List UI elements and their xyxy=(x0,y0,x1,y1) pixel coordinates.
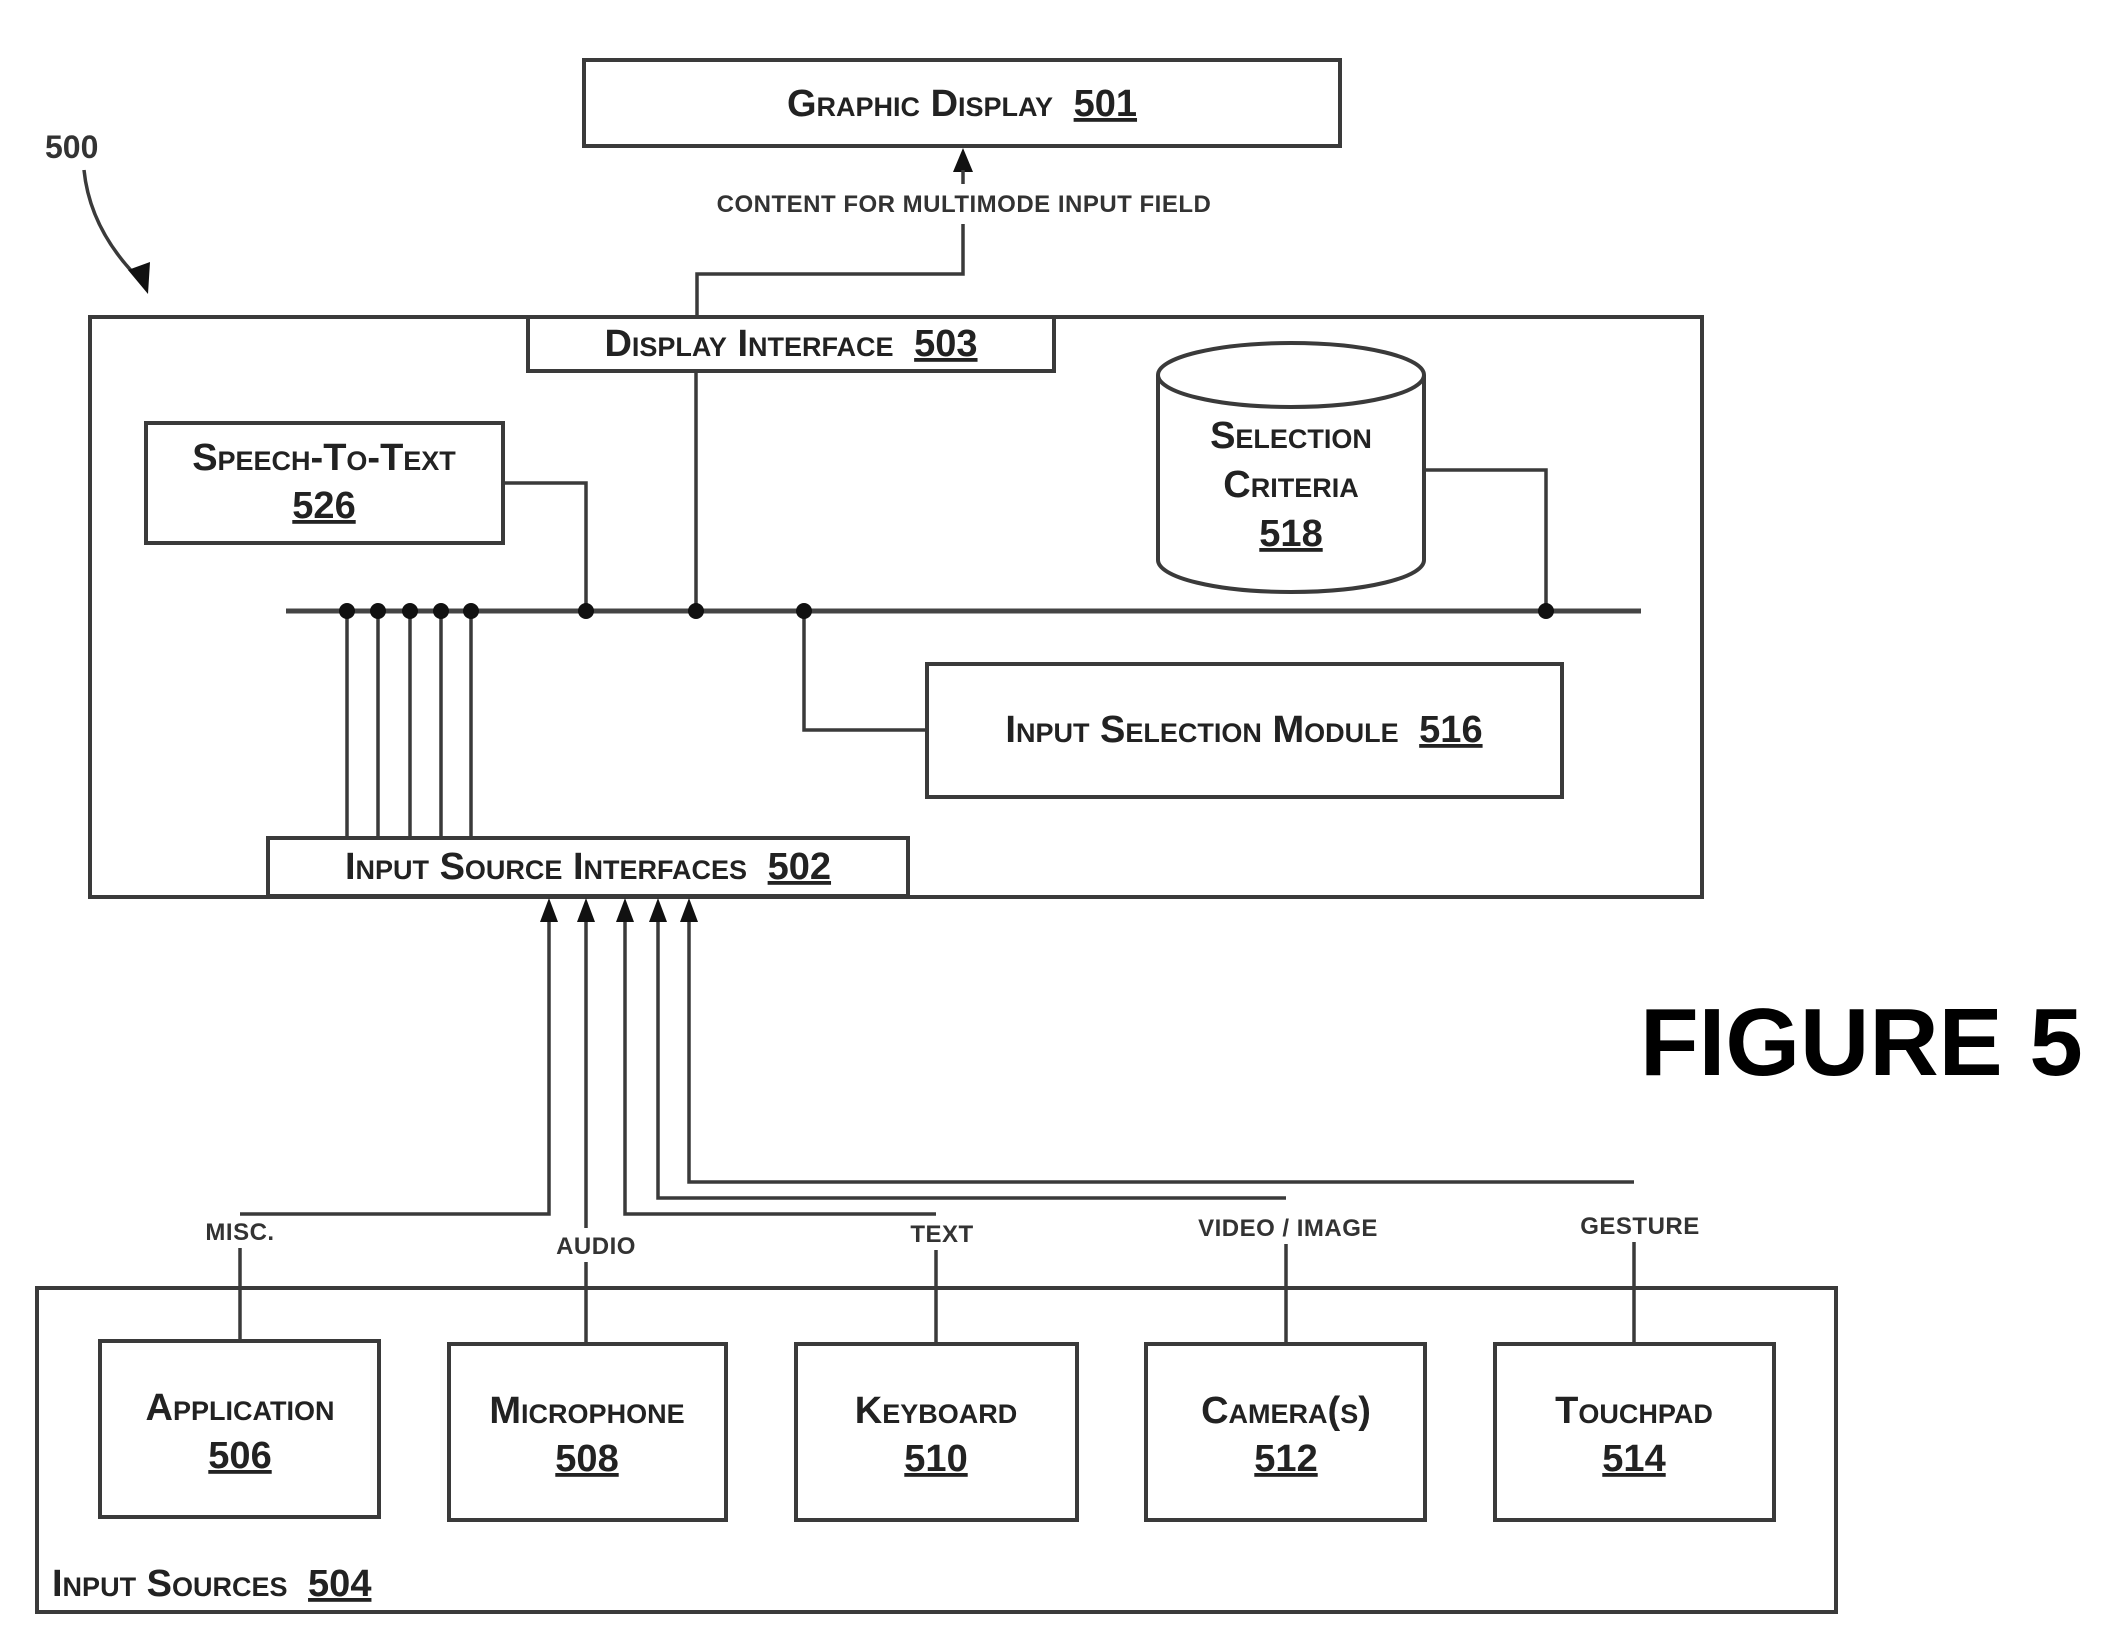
selection-criteria-label-line1: Selection xyxy=(1210,415,1372,457)
graphic-display-box: Graphic Display 501 xyxy=(582,58,1342,148)
system-ref-number: 500 xyxy=(45,129,98,165)
display-interface-ref: 503 xyxy=(914,323,977,365)
application-ref: 506 xyxy=(208,1435,271,1477)
svg-text:Display Interface 503: Display Interface 503 xyxy=(604,323,977,365)
text-channel-line xyxy=(623,920,938,1288)
input-sources-label: Input Sources xyxy=(52,1563,287,1605)
selection-criteria-ref: 518 xyxy=(1259,513,1322,555)
display-interface-label: Display Interface xyxy=(604,323,893,365)
speech-to-text-connector xyxy=(503,481,588,611)
keyboard-box: Keyboard 510 xyxy=(794,1342,1079,1522)
misc-channel-arrowhead-icon xyxy=(540,898,558,922)
bus-junction-dot xyxy=(1538,603,1554,619)
system-pointer-arrowhead-icon xyxy=(128,262,150,294)
display-interface-box: Display Interface 503 xyxy=(526,315,1056,373)
keyboard-ref: 510 xyxy=(904,1438,967,1480)
camera-label: Camera(s) xyxy=(1201,1390,1371,1432)
camera-ref: 512 xyxy=(1254,1438,1317,1480)
input-selection-module-box: Input Selection Module 516 xyxy=(925,662,1564,799)
input-interface-bus-lines xyxy=(345,611,473,838)
speech-to-text-label: Speech-To-Text xyxy=(192,437,456,479)
channel-label-text: TEXT xyxy=(910,1221,973,1248)
svg-text:Input Source Interfaces: Input Source Interfaces 502 xyxy=(345,846,831,888)
video-channel-line xyxy=(656,920,1288,1288)
channel-label-misc: MISC. xyxy=(205,1219,274,1246)
svg-text:Input Selection Module 5: Input Selection Module 516 xyxy=(1005,709,1482,751)
touchpad-ref: 514 xyxy=(1602,1438,1665,1480)
microphone-box: Microphone 508 xyxy=(447,1342,728,1522)
misc-channel-line xyxy=(238,920,551,1288)
application-label: Application xyxy=(146,1387,335,1429)
input-source-interfaces-label: Input Source Interfaces xyxy=(345,846,747,888)
channel-label-audio: AUDIO xyxy=(556,1233,636,1260)
video-channel-arrowhead-icon xyxy=(649,898,667,922)
bus-junction-dot xyxy=(433,603,449,619)
bus-junction-dot xyxy=(339,603,355,619)
microphone-label: Microphone xyxy=(489,1390,684,1432)
graphic-display-ref: 501 xyxy=(1074,83,1137,125)
figure-title: FIGURE 5 xyxy=(1640,989,2083,1096)
microphone-ref: 508 xyxy=(555,1438,618,1480)
display-connection-label: CONTENT FOR MULTIMODE INPUT FIELD xyxy=(717,191,1212,218)
bus-junction-dot xyxy=(688,603,704,619)
bus-junction-dot xyxy=(402,603,418,619)
touchpad-label: Touchpad xyxy=(1555,1390,1713,1432)
selection-criteria-database: Selection Criteria 518 xyxy=(1156,341,1426,594)
bus-junction-dot xyxy=(463,603,479,619)
source-stub-lines xyxy=(238,1288,1636,1344)
application-box: Application 506 xyxy=(98,1339,381,1519)
bus-junction-dot xyxy=(796,603,812,619)
bus-junction-dot xyxy=(578,603,594,619)
touchpad-box: Touchpad 514 xyxy=(1493,1342,1776,1522)
camera-box: Camera(s) 512 xyxy=(1144,1342,1427,1522)
system-container xyxy=(88,315,1704,899)
input-channel-lines xyxy=(238,898,1636,1288)
graphic-display-label: Graphic Display xyxy=(787,83,1053,125)
system-pointer-arrow xyxy=(82,169,142,282)
input-selection-module-ref: 516 xyxy=(1419,709,1482,751)
keyboard-label: Keyboard xyxy=(855,1390,1017,1432)
gesture-channel-arrowhead-icon xyxy=(680,898,698,922)
selection-criteria-connector xyxy=(1424,468,1548,611)
svg-text:Input Sources 504: Input Sources 504 xyxy=(52,1563,371,1605)
input-selection-module-label: Input Selection Module xyxy=(1005,709,1398,751)
svg-text:Graphic Display 501: Graphic Display 501 xyxy=(787,83,1137,125)
input-sources-ref: 504 xyxy=(308,1563,371,1605)
input-source-interfaces-ref: 502 xyxy=(768,846,831,888)
display-output-line xyxy=(695,224,965,318)
channel-label-video-image: VIDEO / IMAGE xyxy=(1198,1215,1378,1242)
input-source-interfaces-box: Input Source Interfaces 502 xyxy=(266,836,910,898)
selection-criteria-label-line2: Criteria xyxy=(1223,464,1358,506)
display-output-arrowhead-icon xyxy=(953,148,973,172)
channel-label-gesture: GESTURE xyxy=(1580,1213,1700,1240)
speech-to-text-ref: 526 xyxy=(292,485,355,527)
gesture-channel-line xyxy=(687,920,1636,1288)
input-selection-module-connector xyxy=(802,611,927,732)
speech-to-text-box: Speech-To-Text 526 xyxy=(144,421,505,545)
bus-junction-dots xyxy=(339,603,1554,619)
text-channel-arrowhead-icon xyxy=(616,898,634,922)
audio-channel-arrowhead-icon xyxy=(577,898,595,922)
bus-junction-dot xyxy=(370,603,386,619)
